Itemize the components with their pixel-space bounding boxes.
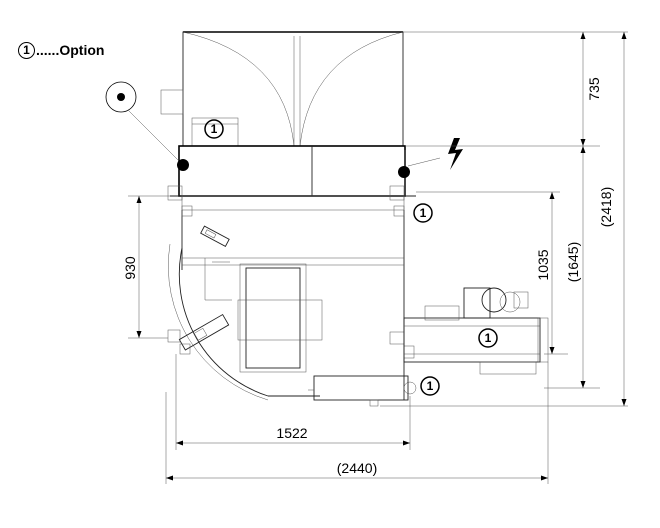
- base-unit: [308, 375, 417, 407]
- black-dot-icon: [177, 159, 189, 171]
- drive-conveyor: [403, 287, 549, 375]
- svg-text:1: 1: [211, 122, 218, 136]
- legend-option-symbol: 1: [18, 41, 35, 59]
- dimension-line: [176, 440, 410, 446]
- dimension-overall-width: (2440): [337, 460, 377, 476]
- black-dot-icon: [117, 93, 125, 101]
- option-marker: 1: [478, 328, 498, 348]
- lightning-bolt-icon: [448, 138, 463, 170]
- dimension-line: [136, 196, 142, 338]
- dimension-line: [166, 475, 548, 481]
- dimension-right-height: 1035: [535, 249, 551, 280]
- black-dot-icon: [398, 166, 410, 178]
- option-marker: 1: [204, 119, 224, 139]
- svg-text:1: 1: [420, 206, 427, 220]
- extension-lines: [128, 31, 628, 484]
- dimension-overall-height: (2418): [598, 187, 614, 227]
- svg-text:1: 1: [427, 379, 434, 393]
- dimension-bottom-width: 1522: [276, 425, 307, 441]
- dimension-line: [549, 192, 555, 354]
- legend: 1 ......Option: [18, 39, 104, 61]
- dimension-left-height: 930: [122, 256, 138, 280]
- option-marker: 1: [413, 203, 433, 223]
- hood-outline: [160, 31, 404, 147]
- main-housing: [178, 145, 406, 197]
- svg-text:1: 1: [485, 331, 492, 345]
- dimension-line: [580, 32, 586, 146]
- chamber-body: [168, 195, 416, 401]
- connection-callout: [105, 81, 137, 113]
- connections: [105, 81, 441, 178]
- mounting-brackets: [167, 185, 415, 359]
- legend-option-text: ......Option: [36, 42, 105, 58]
- dimension-line: [621, 32, 627, 406]
- dimension-mid-height: (1645): [565, 242, 581, 282]
- dimension-top-height: 735: [586, 77, 602, 101]
- dimension-line: [580, 146, 586, 388]
- option-marker: 1: [420, 376, 440, 396]
